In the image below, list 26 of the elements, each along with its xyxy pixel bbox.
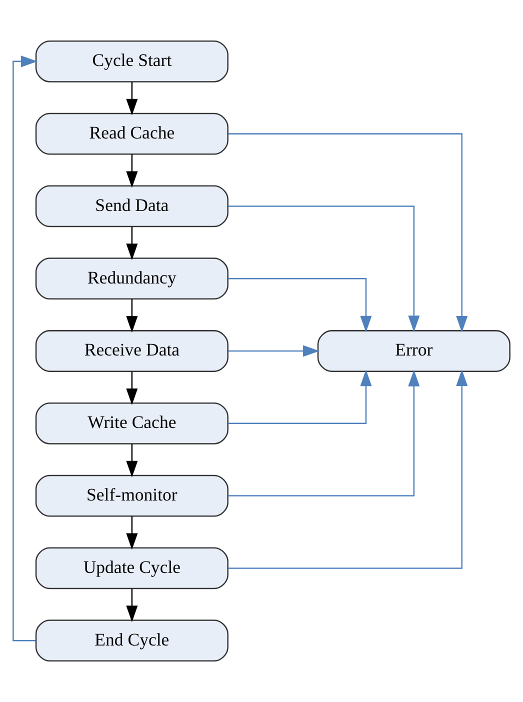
arrow — [126, 154, 138, 188]
node-box: End Cycle — [35, 620, 228, 662]
node-box: Read Cache — [35, 112, 228, 155]
arrow — [228, 370, 420, 496]
node-box: Error — [317, 330, 510, 372]
arrow — [126, 444, 138, 478]
node-box: Receive Data — [35, 330, 228, 372]
arrow — [228, 370, 372, 424]
node-box: Update Cycle — [35, 547, 228, 590]
node-box: Write Cache — [35, 402, 228, 444]
arrow — [228, 133, 468, 332]
arrow — [126, 82, 138, 116]
node-box: Send Data — [35, 185, 228, 228]
arrow — [228, 278, 372, 332]
arrow — [126, 516, 138, 550]
arrow — [228, 345, 320, 357]
node-box: Self-monitor — [35, 474, 228, 517]
arrow — [12, 56, 38, 642]
arrow — [126, 299, 138, 333]
node-box: Redundancy — [35, 258, 228, 300]
arrow — [126, 226, 138, 260]
arrow — [126, 372, 138, 405]
node-box: Cycle Start — [35, 40, 228, 82]
arrow — [228, 206, 420, 332]
arrow — [126, 588, 138, 622]
arrow — [228, 370, 468, 569]
